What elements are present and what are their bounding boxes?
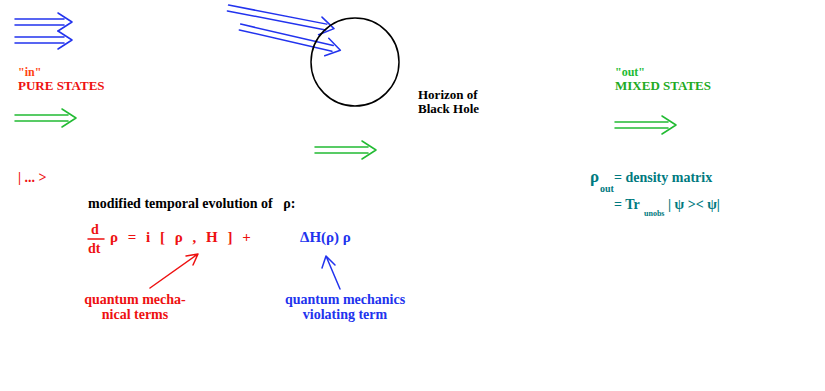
equation-heading: modified temporal evolution of ρ: <box>88 196 295 211</box>
term-note: quantum mecha- nical terms <box>76 292 194 323</box>
double-arrow <box>15 31 72 49</box>
density-symbol: ρ <box>590 168 599 187</box>
equation-term: ΔH(ρ) ρ <box>300 229 351 246</box>
double-arrow <box>315 141 376 159</box>
double-arrow <box>15 13 72 31</box>
trace-text: | ψ >< ψ| <box>668 197 720 212</box>
state-tag: "in" <box>18 66 41 79</box>
horizon-label: Horizon of Black Hole <box>418 88 506 117</box>
state-title: MIXED STATES <box>615 79 711 93</box>
leader-arrow <box>322 256 340 289</box>
subscript: out <box>600 183 614 194</box>
double-arrow <box>615 116 676 134</box>
subscript: unobs <box>644 210 664 219</box>
trace-text: = Tr <box>614 197 640 212</box>
double-arrow <box>238 18 342 59</box>
fraction-bar <box>88 238 104 240</box>
leader-arrow <box>150 254 198 288</box>
state-title: PURE STATES <box>18 79 105 93</box>
state-tag: "out" <box>615 66 645 79</box>
horizon-circle: Horizon of Black Hole <box>310 17 400 107</box>
equation-term: ρ = i [ ρ , H ] + <box>110 229 251 246</box>
double-arrow <box>15 109 76 127</box>
derivative-top: d <box>91 222 99 237</box>
circle-outline <box>310 17 400 107</box>
density-text: = density matrix <box>614 170 712 185</box>
derivative-bottom: dt <box>88 241 100 256</box>
ket-symbol: | ... > <box>18 170 47 185</box>
term-note: quantum mechanics violating term <box>270 292 420 323</box>
double-arrow <box>226 0 335 37</box>
